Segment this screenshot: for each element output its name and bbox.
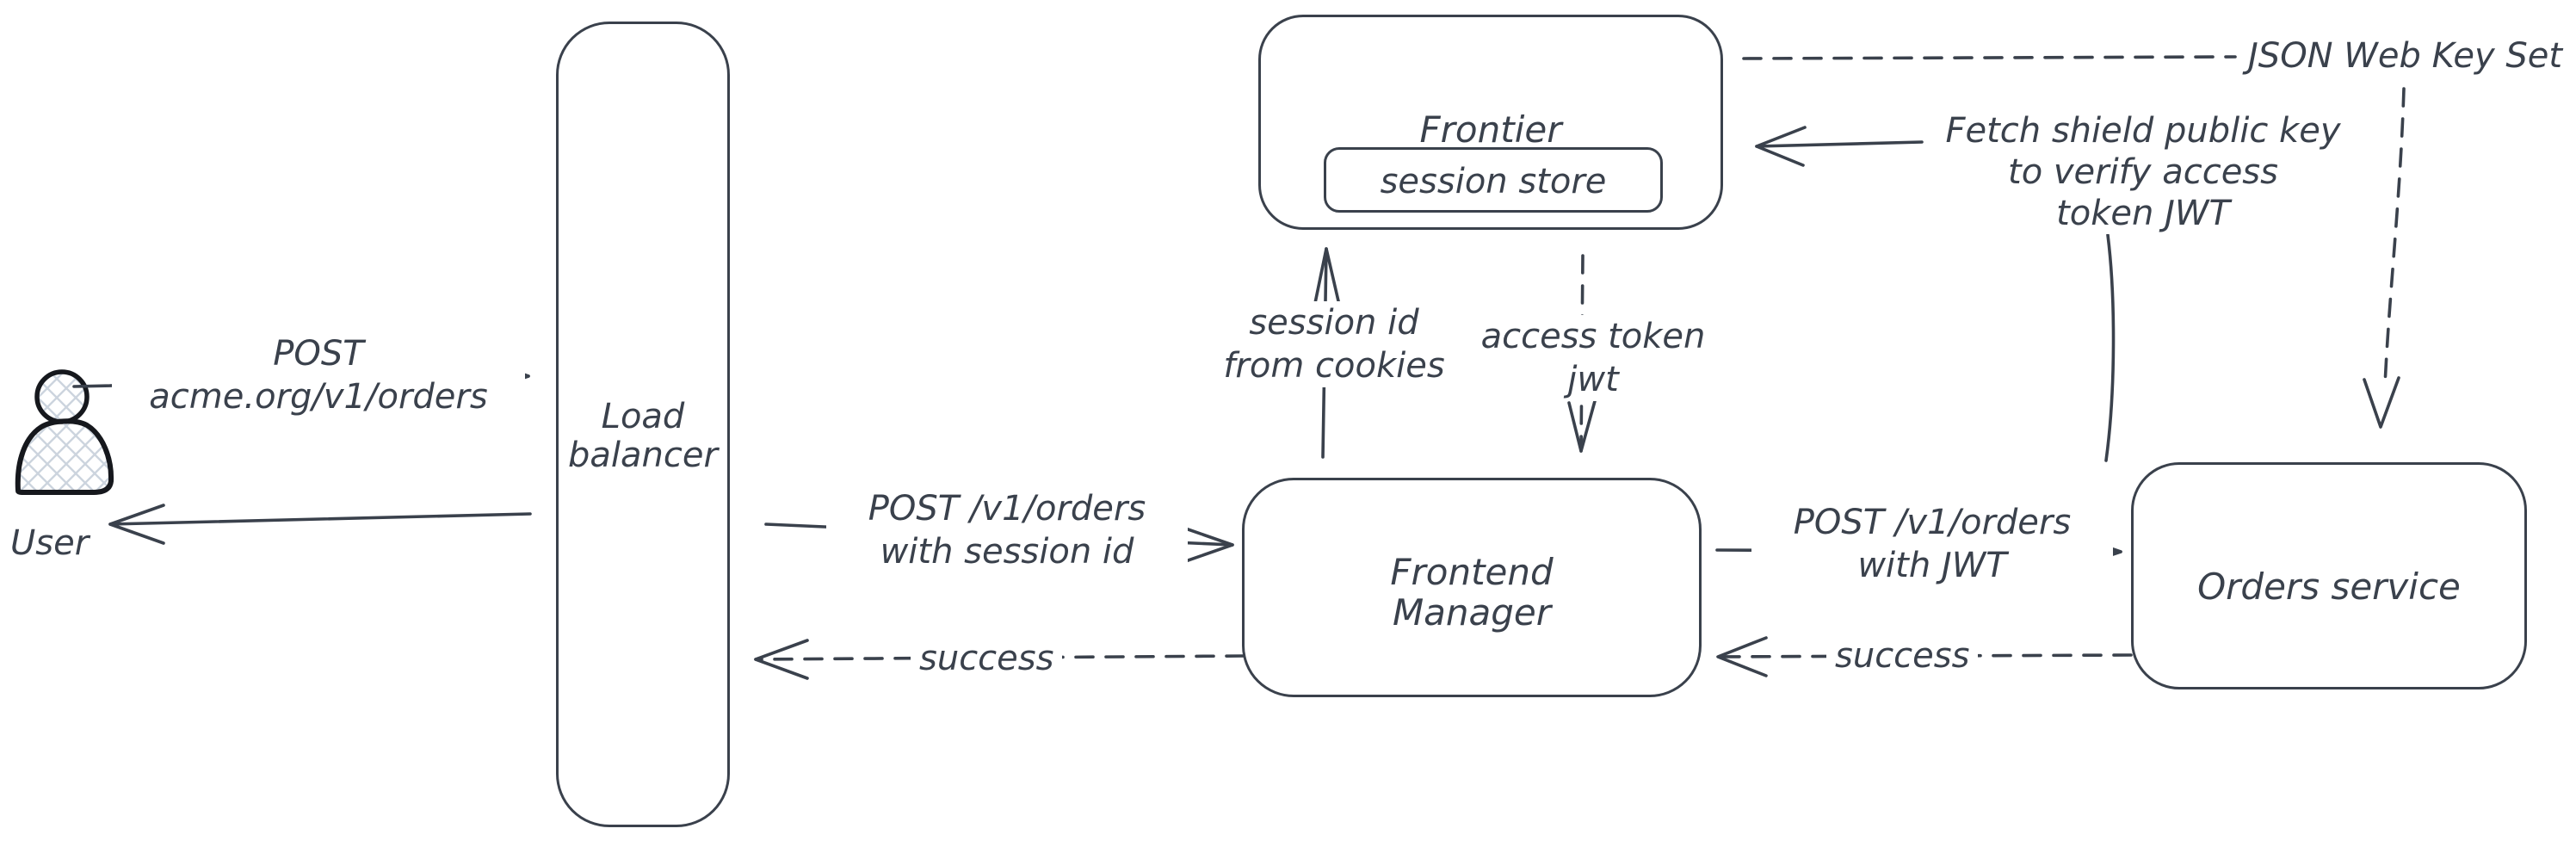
edge-label-post-acme-line1: POST xyxy=(273,334,364,374)
edge-label-fetch-public-key-line3: token JWT xyxy=(2056,194,2230,233)
frontend-manager-node xyxy=(1242,478,1702,697)
user-label: User xyxy=(10,523,90,563)
edge-label-post-session-id-line2: with session id xyxy=(880,532,1134,572)
orders-service-node xyxy=(2131,462,2527,689)
frontier-node xyxy=(1258,15,1723,230)
jwks-label: JSON Web Key Set xyxy=(2239,34,2572,77)
user-head xyxy=(34,369,90,424)
edge-label-fetch-public-key-line1: Fetch shield public key xyxy=(1945,111,2341,151)
frontend-manager-label: Frontend Manager xyxy=(1242,552,1702,633)
line-frontier-to-jwks xyxy=(1742,55,2237,60)
user-icon xyxy=(15,369,114,495)
edge-label-post-session-id-line1: POST /v1/orders xyxy=(868,489,1146,529)
edge-label-session-id-cookies-line2: from cookies xyxy=(1223,346,1445,386)
edge-label-fetch-public-key-line2: to verify access xyxy=(2008,152,2278,192)
user-body xyxy=(15,418,114,495)
edge-label-fetch-public-key: Fetch shield public key to verify access… xyxy=(1937,110,2350,234)
frontend-manager-label-line1: Frontend xyxy=(1390,551,1554,593)
arrow-orders-service-to-frontier xyxy=(1755,126,2116,462)
arrow-load-balancer-to-user xyxy=(108,504,532,545)
session-store-label: session store xyxy=(1380,162,1607,201)
load-balancer-label-line2: balancer xyxy=(568,435,718,475)
load-balancer-label: Load balancer xyxy=(556,398,730,475)
orders-service-label: Orders service xyxy=(2197,566,2461,608)
frontend-manager-label-line2: Manager xyxy=(1392,591,1552,634)
edge-label-access-token-jwt-line1: access token xyxy=(1480,317,1706,356)
edge-label-session-id-cookies-line1: session id xyxy=(1249,303,1419,343)
edge-label-post-jwt: POST /v1/orders with JWT xyxy=(1751,501,2113,587)
edge-label-post-acme-line2: acme.org/v1/orders xyxy=(149,377,488,417)
load-balancer-node xyxy=(556,22,730,827)
edge-label-post-acme: POST acme.org/v1/orders xyxy=(112,332,525,418)
edge-label-post-session-id: POST /v1/orders with session id xyxy=(826,487,1188,573)
edge-label-post-jwt-line2: with JWT xyxy=(1857,546,2007,585)
edge-label-session-id-cookies: session id from cookies xyxy=(1196,301,1472,387)
session-store-node xyxy=(1324,147,1663,213)
edge-label-success-lb: success xyxy=(911,637,1063,680)
frontier-label: Frontier xyxy=(1419,108,1562,151)
edge-label-access-token-jwt: access token jwt xyxy=(1455,315,1731,401)
edge-label-access-token-jwt-line2: jwt xyxy=(1567,360,1619,399)
edge-label-post-jwt-line1: POST /v1/orders xyxy=(1793,503,2072,542)
load-balancer-label-line1: Load xyxy=(601,397,685,436)
arrow-jwks-to-orders-service xyxy=(2363,87,2406,429)
arrow-orders-service-to-frontend-manager-success xyxy=(1716,636,2133,677)
edge-label-success-orders: success xyxy=(1826,634,1979,677)
